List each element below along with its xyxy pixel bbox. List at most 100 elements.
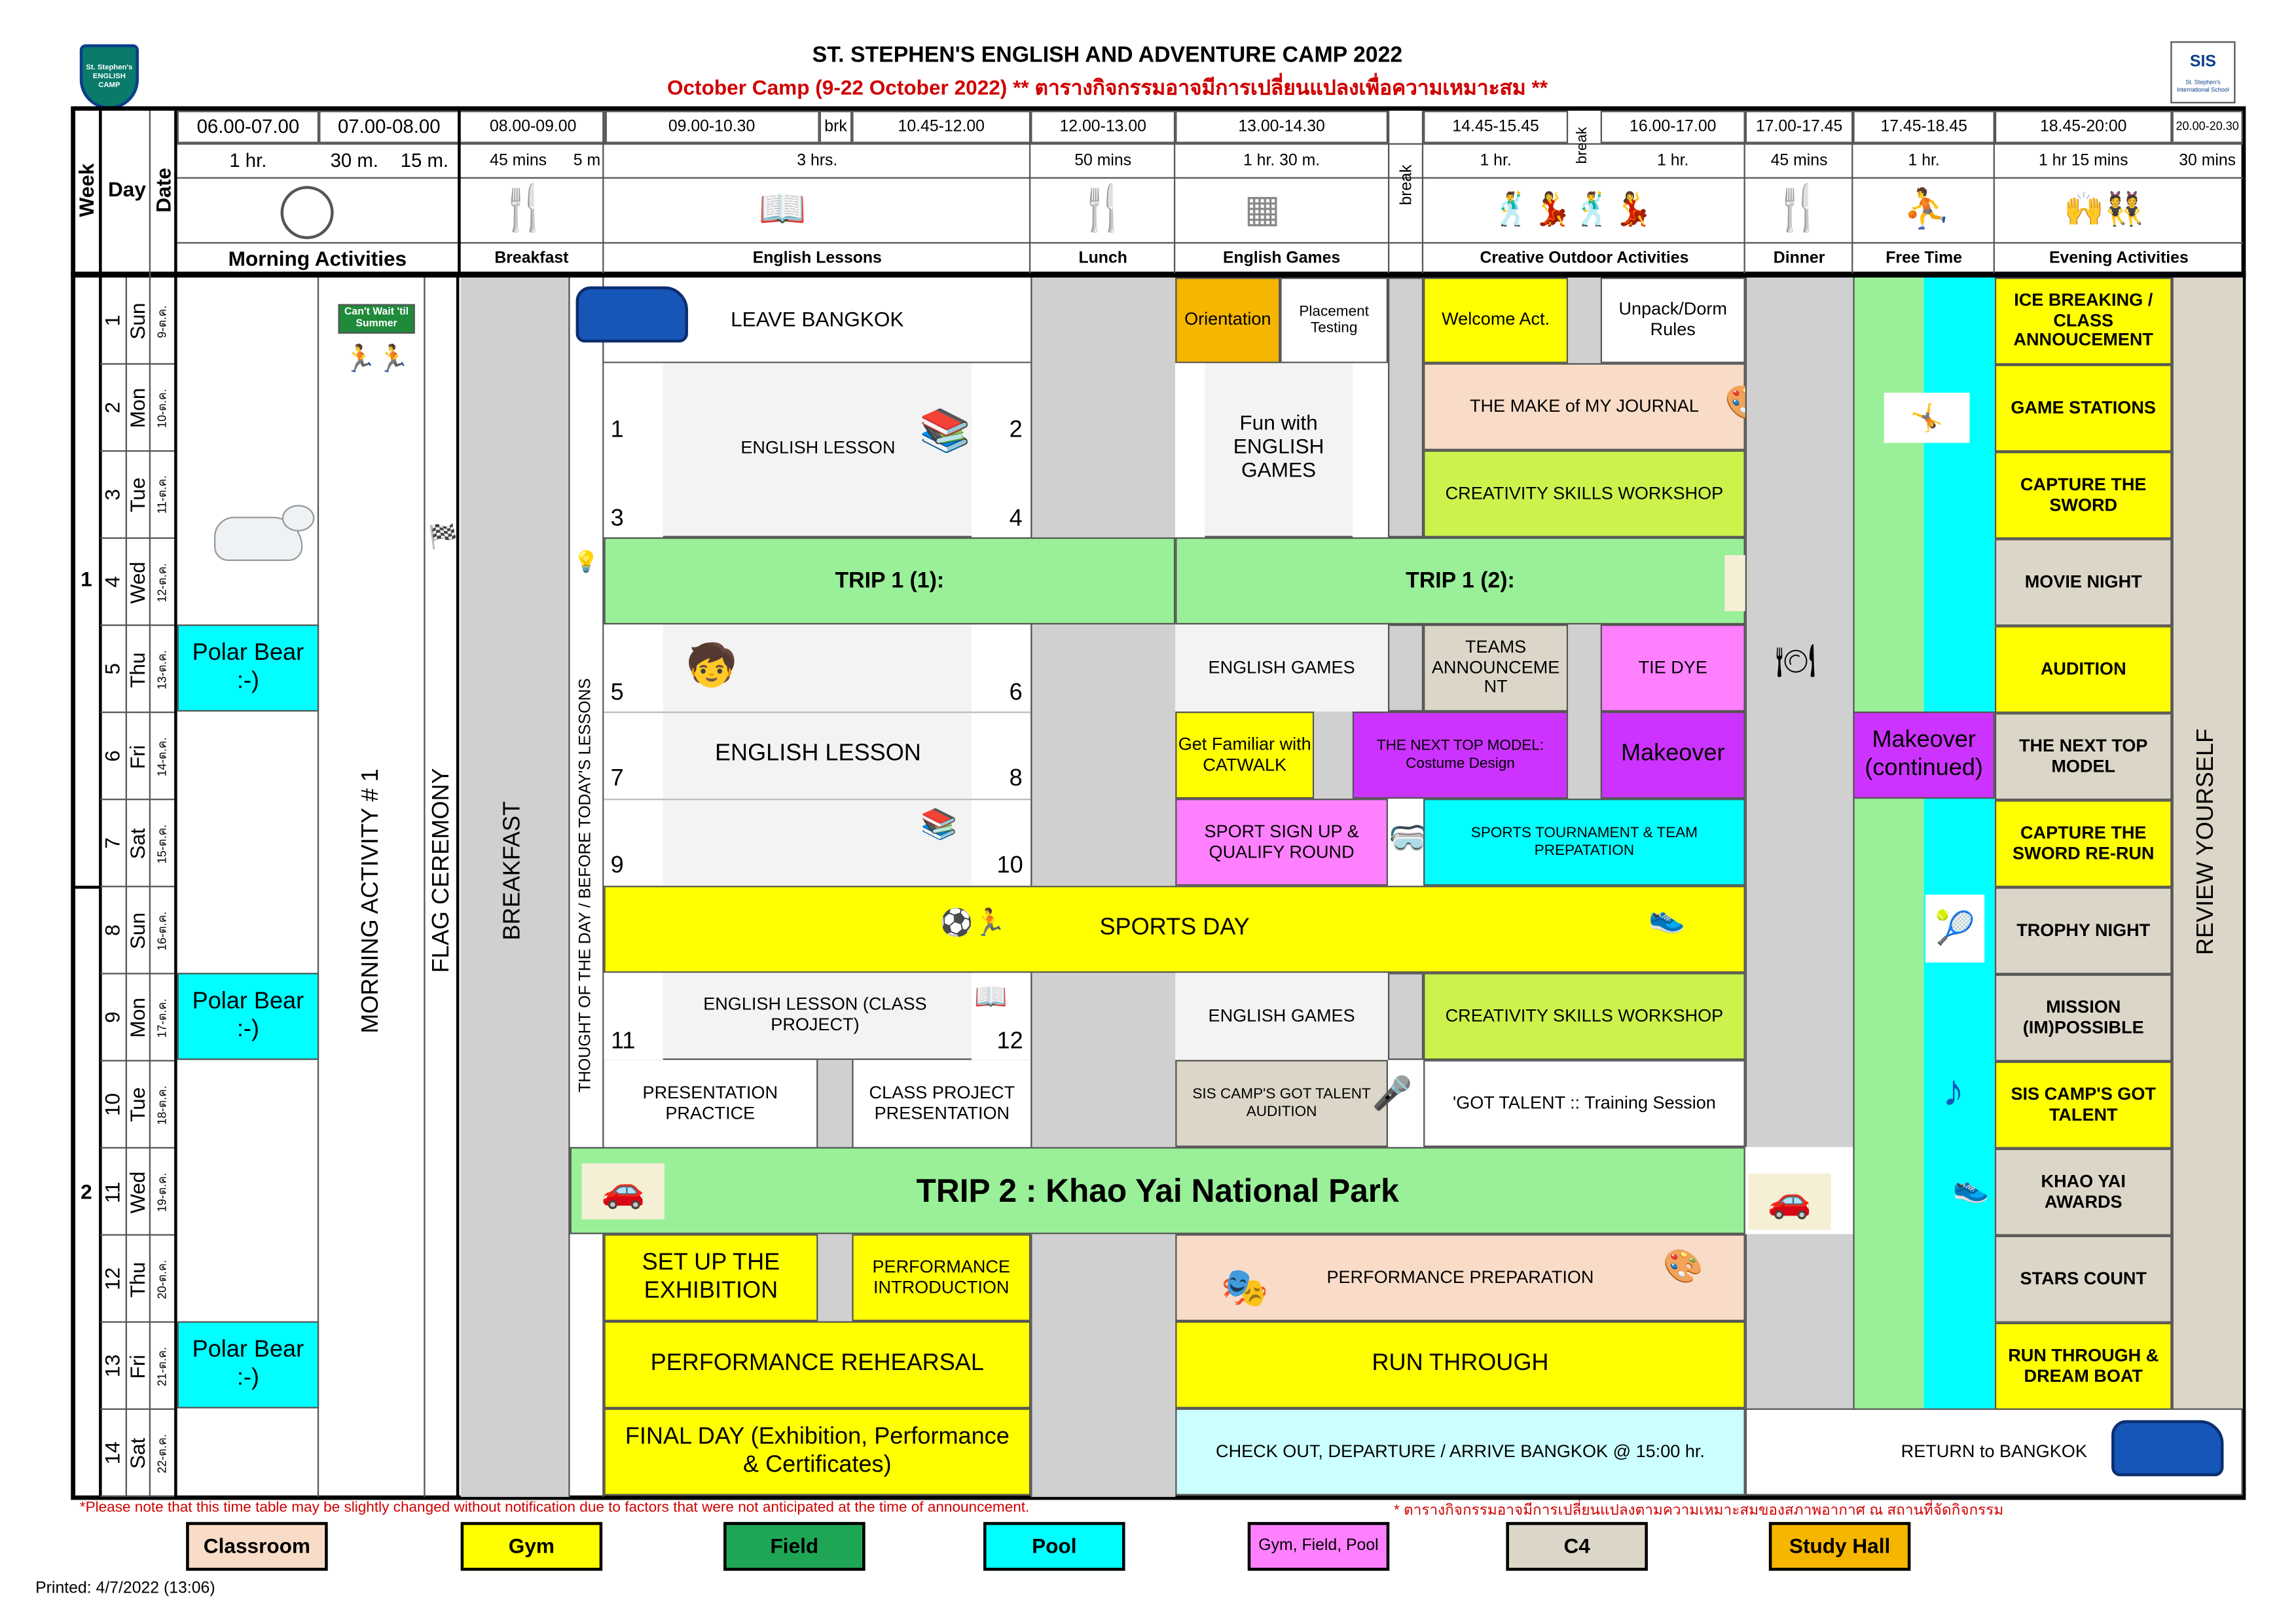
- lesson-number: 12: [996, 1028, 1023, 1054]
- presentation-practice-cell: PRESENTATION PRACTICE: [604, 1060, 818, 1147]
- day-number: 8: [100, 925, 124, 937]
- break-column: [1387, 277, 1424, 537]
- evening-activity-cell: SIS CAMP'S GOT TALENT: [1994, 1061, 2172, 1149]
- section-breakfast: Breakfast: [494, 249, 569, 267]
- time-slot: 07.00-08.00: [319, 111, 460, 143]
- lesson-block-inner-1: [604, 363, 663, 537]
- lunch-column-2: [1030, 624, 1176, 886]
- day-name: Sat: [125, 828, 149, 859]
- trip1-part2-cell: TRIP 1 (2):: [1175, 537, 1745, 624]
- day-date: 18-ต.ค.: [155, 1085, 170, 1125]
- time-slot: 20.00-20.30: [2172, 111, 2243, 143]
- time-slot: brk: [819, 111, 852, 143]
- evening-activity-cell: KHAO YAI AWARDS: [1994, 1148, 2172, 1236]
- day-date: 10-ต.ค.: [155, 388, 170, 428]
- lesson-number: 2: [1009, 417, 1023, 443]
- header-vline: [1851, 111, 1853, 274]
- day-name: Fri: [125, 744, 149, 769]
- day-date: 15-ต.ค.: [155, 823, 170, 863]
- day-number: 10: [100, 1093, 124, 1117]
- section-dinner: Dinner: [1773, 249, 1825, 267]
- time-slot: 18.45-20:00: [1994, 111, 2172, 143]
- duration: 30 m.: [330, 148, 378, 171]
- day-date: 9-ต.ค.: [155, 304, 170, 338]
- legend-item: Classroom: [186, 1522, 328, 1571]
- lesson-number: 3: [610, 506, 624, 532]
- section-english: English Lessons: [752, 249, 882, 267]
- break-column-2: [1387, 624, 1424, 712]
- english-lesson-project-cell: ENGLISH LESSON (CLASS PROJECT): [703, 994, 927, 1035]
- section-lunch: Lunch: [1078, 249, 1127, 267]
- gap-cell: [1568, 277, 1601, 363]
- lesson-block-inner-3: [604, 973, 663, 1060]
- header-line-1: [175, 143, 2243, 145]
- class-project-presentation-cell: CLASS PROJECT PRESENTATION: [852, 1060, 1030, 1147]
- camp-logo-text: St. Stephen's ENGLISH CAMP: [86, 63, 133, 90]
- break-label-small: break: [1574, 126, 1591, 164]
- legend-item: C4: [1506, 1522, 1648, 1571]
- day-name: Sat: [125, 1437, 149, 1470]
- english-games-cell: ENGLISH GAMES: [1175, 624, 1388, 712]
- running-kids-icon: 🏃🏃: [343, 343, 410, 373]
- sport-signup-cell: SPORT SIGN UP & QUALIFY ROUND: [1175, 799, 1388, 886]
- duration: 45 mins: [1770, 151, 1828, 170]
- col-line-main: [174, 111, 177, 1497]
- final-day-cell: FINAL DAY (Exhibition, Performance & Cer…: [604, 1408, 1031, 1496]
- section-evening: Evening Activities: [2049, 249, 2189, 267]
- lesson-row-line: [604, 799, 1031, 801]
- lesson-number: 8: [1009, 766, 1023, 791]
- day-number: 9: [100, 1012, 124, 1024]
- gap-cell: [1568, 712, 1601, 799]
- free-time-cyan: [1923, 277, 1995, 1409]
- day-number: 12: [100, 1267, 124, 1291]
- bus-icon: [575, 286, 688, 343]
- leave-bangkok-cell: LEAVE BANGKOK: [604, 278, 1031, 363]
- creativity-workshop-cell-2: CREATIVITY SKILLS WORKSHOP: [1423, 973, 1745, 1060]
- lightbulb-icon: 💡: [573, 549, 600, 573]
- evening-activity-cell: TROPHY NIGHT: [1994, 887, 2172, 975]
- thought-label: THOUGHT OF THE DAY / BEFORE TODAY'S LESS…: [577, 678, 595, 1093]
- time-slot: 17.45-18.45: [1853, 111, 1995, 143]
- crossword-icon: ▦: [1244, 186, 1281, 230]
- tie-dye-cell: TIE DYE: [1600, 624, 1745, 712]
- evening-activity-cell: CAPTURE THE SWORD: [1994, 452, 2172, 539]
- thought-column: [570, 277, 604, 1497]
- evening-activity-cell: GAME STATIONS: [1994, 365, 2172, 452]
- disclaimer-note-thai: * ตารางกิจกรรมอาจมีการเปลี่ยนแปลงตามความ…: [1394, 1502, 2004, 1519]
- day-date: 16-ต.ค.: [155, 911, 170, 950]
- day-number: 3: [100, 489, 124, 501]
- flag-ceremony-label: FLAG CEREMONY: [429, 768, 455, 974]
- dinner-column: [1745, 277, 1853, 1147]
- lesson-block-1: [604, 363, 1031, 537]
- header-vline: [1993, 111, 1995, 274]
- header-vline: [602, 111, 604, 274]
- disclaimer-note: *Please note that this time table may be…: [79, 1500, 1030, 1517]
- polar-bear-cell: Polar Bear :-): [177, 624, 319, 712]
- day-number: 2: [100, 402, 124, 414]
- playground-icon: 🤸: [1884, 392, 1970, 443]
- performance-rehearsal-cell: PERFORMANCE REHEARSAL: [604, 1321, 1031, 1409]
- gap-cell: [1314, 712, 1353, 799]
- duration: 1 hr 15 mins: [2038, 151, 2128, 170]
- day-date: 17-ต.ค.: [155, 998, 170, 1038]
- lesson-number: 4: [1009, 506, 1023, 532]
- tennis-icon: 🎾: [1925, 894, 1985, 963]
- day-name: Sun: [125, 912, 149, 950]
- page-subtitle: October Camp (9-22 October 2022) ** ตารา…: [666, 75, 1548, 99]
- run-through-cell: RUN THROUGH: [1175, 1321, 1745, 1409]
- time-slot: 16.00-17.00: [1600, 111, 1745, 143]
- day-header: Day: [107, 177, 146, 201]
- lesson-block-inner-2: [604, 624, 663, 886]
- day-name: Mon: [125, 998, 149, 1038]
- palette-icon: 🎨: [1663, 1248, 1704, 1285]
- week-number: 1: [81, 566, 92, 591]
- sports-day-cell: SPORTS DAY: [604, 886, 1745, 973]
- games-block-inner-1: [1175, 363, 1205, 537]
- sun-icon: [280, 186, 334, 240]
- duration: 5 m: [573, 151, 601, 170]
- kid-drawing-icon: 🧒: [685, 641, 738, 688]
